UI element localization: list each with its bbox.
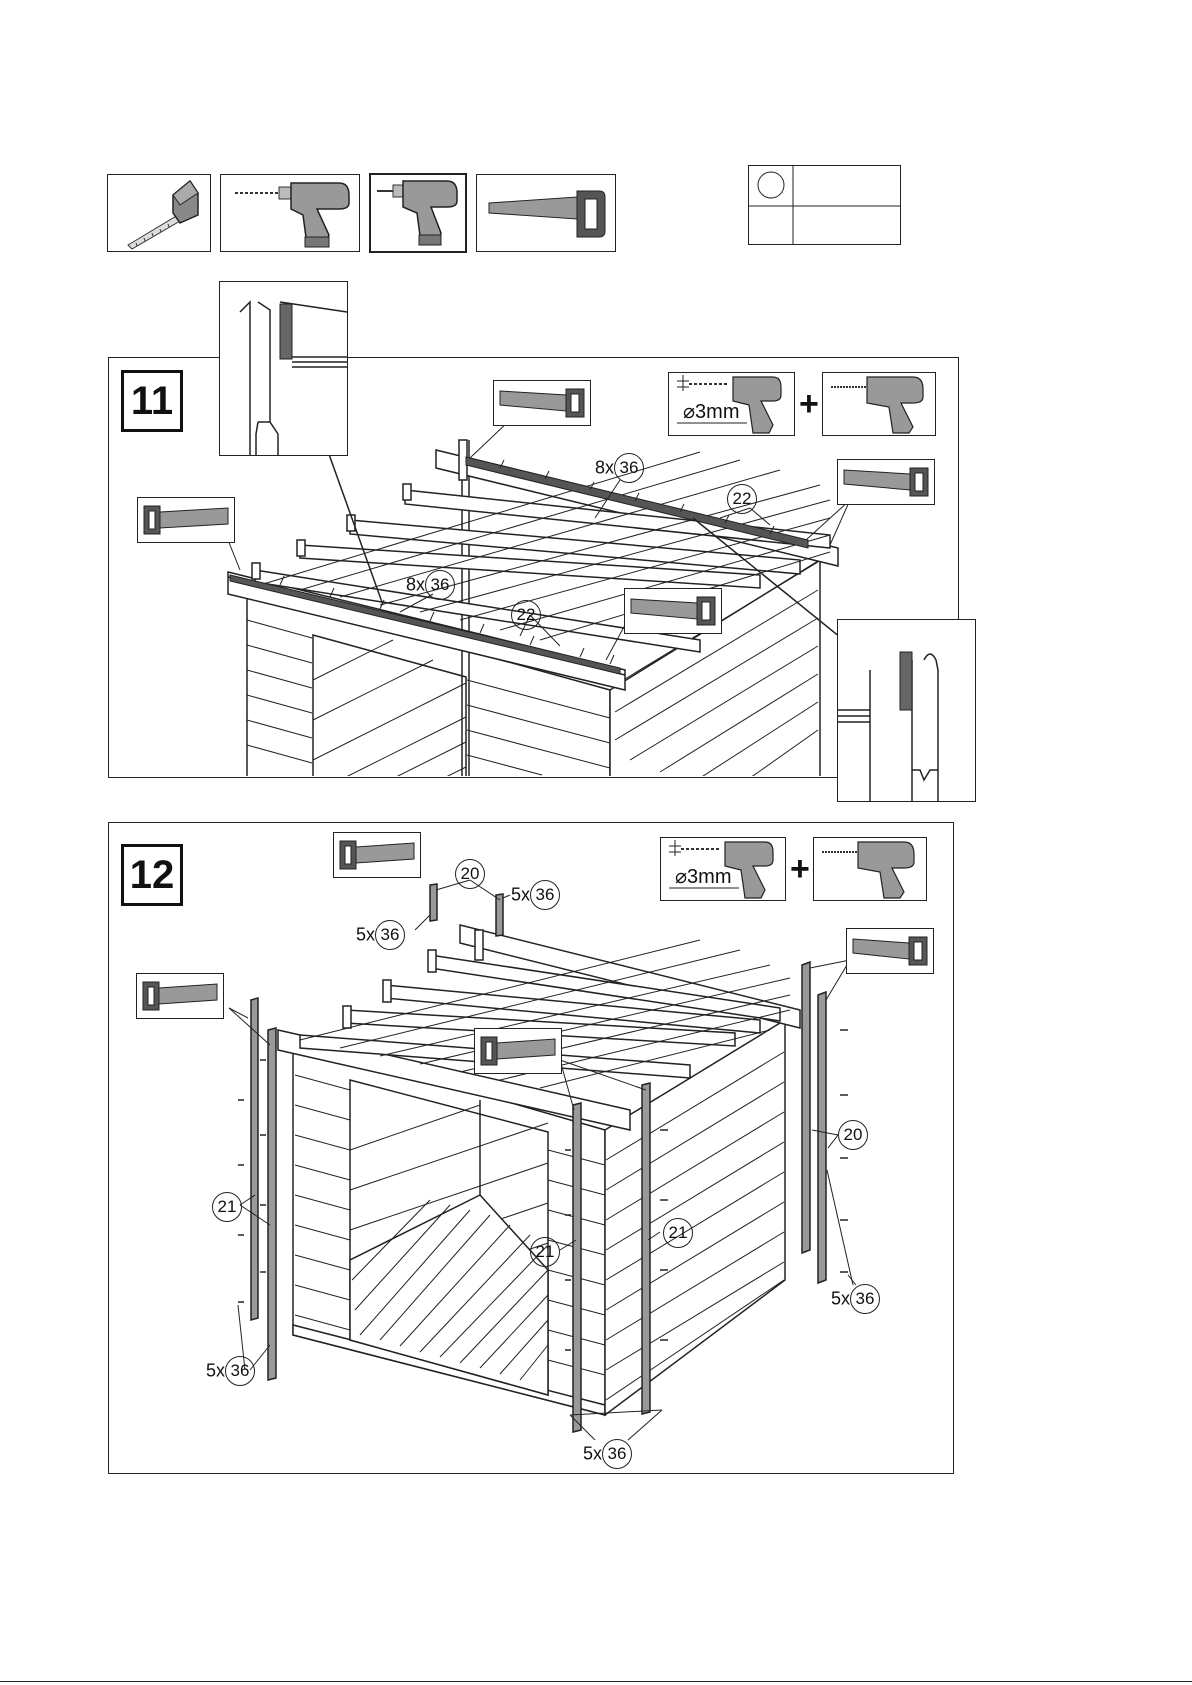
label-step12-20-top: 20	[455, 859, 485, 889]
screwdriver-drill-icon	[814, 838, 926, 900]
label-step12-21-right: 21	[663, 1218, 693, 1248]
label-step12-21-center: 21	[530, 1237, 560, 1267]
label-step12-21-left: 21	[212, 1192, 242, 1222]
drill-diameter: ⌀3mm	[675, 864, 731, 889]
saw-icon	[847, 929, 933, 973]
step-12-screwdriver-box	[813, 837, 927, 901]
saw-icon	[334, 833, 420, 877]
saw-icon	[137, 974, 223, 1018]
step-12-saw-top	[333, 832, 421, 878]
plus-sign: +	[790, 850, 810, 889]
step-12-drill-box: ⌀3mm	[660, 837, 786, 901]
label-step12-20-right: 20	[838, 1120, 868, 1150]
step-12-saw-center	[474, 1028, 562, 1074]
page-bottom-rule	[0, 1681, 1192, 1682]
saw-icon	[475, 1029, 561, 1073]
step-12-saw-right	[846, 928, 934, 974]
step-12-saw-left	[136, 973, 224, 1019]
